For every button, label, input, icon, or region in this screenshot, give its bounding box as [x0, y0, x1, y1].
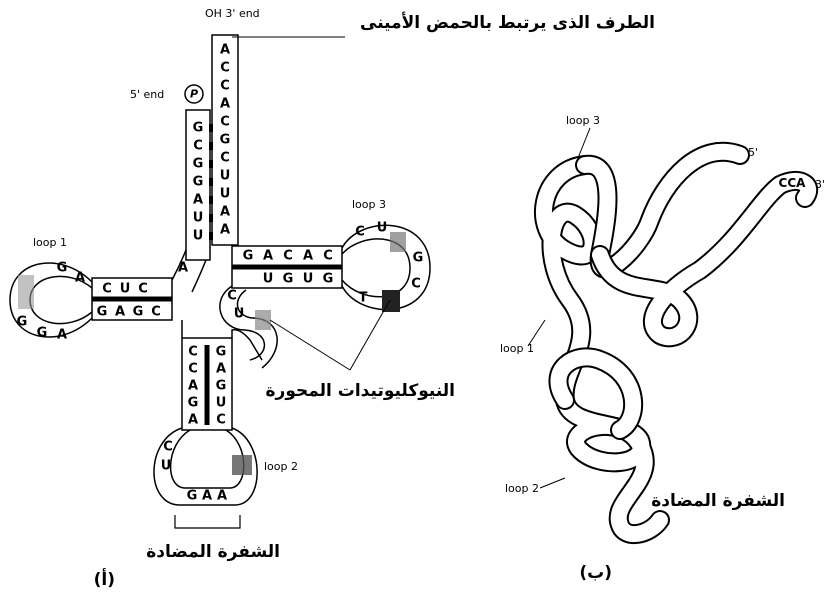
base: A — [220, 223, 230, 238]
base: A — [178, 261, 188, 276]
base: G — [17, 315, 28, 330]
base: U — [120, 282, 131, 297]
base: G — [188, 396, 199, 411]
base: C — [188, 345, 198, 360]
cloverleaf-diagram: A C C A C G C U U A A G C G G A U U P 5'… — [9, 7, 655, 590]
phosphate-label: P — [190, 88, 198, 101]
base: A — [193, 193, 203, 208]
loop3-label: loop 3 — [352, 198, 386, 211]
base: A — [220, 205, 230, 220]
base: U — [377, 221, 388, 236]
base: G — [216, 345, 227, 360]
base: C — [193, 139, 203, 154]
panel-b-label: (ب) — [579, 563, 612, 583]
five-prime-end-label: 5' end — [130, 88, 164, 101]
acceptor-3-letters: A C C A C G C U U A A — [220, 43, 231, 238]
base: G — [133, 305, 144, 320]
base: C — [138, 282, 148, 297]
base: G — [97, 305, 108, 320]
base: A — [57, 328, 67, 343]
t-arm: G A C A C U G U G C U G C T loop 3 — [231, 198, 431, 312]
base: C — [220, 61, 230, 76]
three-prime-end-label: OH 3' end — [205, 7, 260, 20]
base: A — [216, 362, 226, 377]
base: U — [220, 187, 231, 202]
base: U — [193, 229, 204, 244]
base: G — [193, 175, 204, 190]
base: T — [359, 291, 368, 306]
base: C — [151, 305, 161, 320]
base: U — [303, 272, 314, 287]
base: U — [216, 396, 227, 411]
base: A — [202, 489, 212, 504]
base: C — [220, 79, 230, 94]
phosphate-circle — [184, 84, 204, 104]
base: A — [115, 305, 125, 320]
base: G — [193, 157, 204, 172]
base: C — [283, 249, 293, 264]
base: A — [303, 249, 313, 264]
base: U — [193, 211, 204, 226]
acceptor-3-strand-box — [211, 34, 239, 246]
base: C — [163, 440, 173, 455]
base: U — [161, 459, 172, 474]
anticodon-bracket — [174, 515, 241, 529]
b-loop1-label: loop 1 — [500, 342, 534, 355]
amino-acid-end-label: الطرف الذى يرتبط بالحمض الأمينى — [360, 12, 655, 33]
loop2-label: loop 2 — [264, 460, 298, 473]
base: A — [188, 379, 198, 394]
b-cca-label: CCA — [779, 176, 807, 190]
base: A — [188, 413, 198, 428]
base: A — [263, 249, 273, 264]
base: G — [323, 272, 334, 287]
base: C — [411, 277, 421, 292]
base: G — [37, 326, 48, 341]
base: G — [216, 379, 227, 394]
b-5-prime-label: 5' — [748, 146, 758, 159]
b-anticodon-label: الشفرة المضادة — [651, 491, 785, 511]
base: U — [234, 307, 245, 322]
base: C — [227, 289, 237, 304]
b-loop3-label: loop 3 — [566, 114, 600, 127]
base: C — [216, 413, 226, 428]
base: U — [263, 272, 274, 287]
panel-a-label: (أ) — [94, 568, 115, 590]
acceptor-basepairs — [209, 124, 213, 240]
base: G — [187, 489, 198, 504]
base: A — [75, 271, 85, 286]
base: G — [193, 121, 204, 136]
loop1-label: loop 1 — [33, 236, 67, 249]
base: C — [220, 115, 230, 130]
base: G — [283, 272, 294, 287]
anticodon-label: الشفرة المضادة — [146, 542, 280, 562]
base: G — [243, 249, 254, 264]
b-3-prime-label: 3' — [815, 178, 825, 191]
variable-loop: C U — [219, 285, 278, 369]
d-arm: C U C G A G C G A G G A loop 1 — [9, 236, 173, 343]
base: A — [220, 97, 230, 112]
acceptor-5-letters: G C G G A U U — [193, 121, 204, 244]
modified-nucleotides-label: النيوكليوتيدات المحورة — [266, 381, 455, 401]
base: A — [217, 489, 227, 504]
base: U — [220, 169, 231, 184]
base: G — [57, 261, 68, 276]
base: A — [220, 43, 230, 58]
b-loop2-label: loop 2 — [505, 482, 539, 495]
base: C — [355, 225, 365, 240]
base: C — [220, 151, 230, 166]
base: C — [102, 282, 112, 297]
anticodon-arm: C C A G A G A G U C C U G A A loop 2 — [153, 337, 298, 529]
tertiary-structure: loop 3 5' CCA 3' loop 1 loop 2 الشفرة ال… — [500, 114, 825, 583]
base: G — [220, 133, 231, 148]
base: C — [323, 249, 333, 264]
base: G — [413, 251, 424, 266]
base: C — [188, 362, 198, 377]
